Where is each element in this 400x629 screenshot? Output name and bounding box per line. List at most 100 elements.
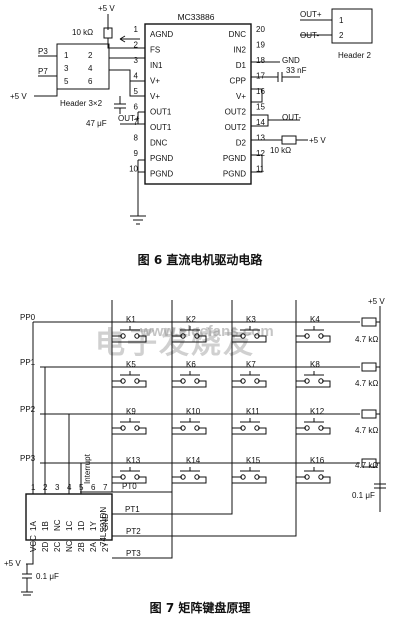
mc33886-pin-16-num: 16 — [256, 87, 265, 96]
vcc-chip-wire — [26, 540, 34, 565]
key-k8: K8 — [295, 360, 331, 388]
row-pp2-label: PP2 — [20, 405, 36, 414]
key-label-k9: K9 — [126, 407, 136, 416]
chip-pin4-wire — [40, 413, 70, 494]
header-3x2-body — [56, 43, 110, 90]
key-k16: K16 — [295, 456, 331, 484]
mc33886-pin-19-name: IN2 — [234, 46, 247, 55]
pt1-line — [112, 484, 233, 515]
gnd-wire — [137, 159, 145, 216]
mc33886-pin-13-name: D2 — [236, 139, 247, 148]
key-label-k14: K14 — [186, 456, 201, 465]
cap-33nf-label: 33 nF — [286, 66, 307, 75]
h32-pin-2: 2 — [88, 51, 93, 60]
r-top-label: 10 kΩ — [72, 28, 93, 37]
mc33886-pin-18-name: D1 — [236, 61, 247, 70]
r-pp1 — [361, 362, 377, 372]
key-label-k8: K8 — [310, 360, 320, 369]
header-2-label: Header 2 — [338, 51, 371, 60]
mc33886-pin-1-name: AGND — [150, 30, 173, 39]
row-pp1-label: PP1 — [20, 358, 36, 367]
vplus2-wire — [129, 81, 145, 97]
vcc-top-label: +5 V — [98, 4, 115, 13]
vcc-chip-label: +5 V — [4, 559, 21, 568]
pgnd-right-wire — [251, 154, 263, 173]
outp-left-label: OUT+ — [118, 114, 140, 123]
mc33886-chip-name: MC33886 — [178, 12, 215, 22]
row-pp3-label: PP3 — [20, 454, 36, 463]
fs-wire — [107, 38, 145, 49]
key-label-k12: K12 — [310, 407, 325, 416]
h2-outp-label: OUT+ — [300, 10, 322, 19]
key-label-k16: K16 — [310, 456, 325, 465]
key-label-k10: K10 — [186, 407, 201, 416]
vcc-left-label: +5 V — [10, 92, 27, 101]
fig6-caption: 图 6 直流电机驱动电路 — [138, 252, 264, 267]
ls21-top-pin-6: 1Y — [89, 521, 98, 531]
mc33886-pin-13-num: 13 — [256, 134, 265, 143]
header-2-body — [331, 8, 373, 44]
row-pp0-label: PP0 — [20, 313, 36, 322]
mc33886-pin-5-name: V+ — [150, 92, 160, 101]
ls21-top-pin-5: 1D — [77, 521, 86, 531]
pt0-label: PT0 — [122, 482, 137, 491]
mc33886-chip-body — [144, 23, 252, 185]
ls21-top-num-3: 3 — [55, 483, 60, 492]
vcc-left-wire — [34, 89, 58, 97]
mc33886-pin-8-name: DNC — [150, 139, 168, 148]
mc33886-pin-4-name: V+ — [150, 77, 160, 86]
ls21-bot-pin-2: 2D — [41, 542, 50, 552]
ls21-top-num-7: 7 — [103, 483, 108, 492]
h32-pin-6: 6 — [88, 77, 93, 86]
watermark-logo: 电子发烧友 — [95, 327, 255, 360]
ls21-bot-pin-5: 2B — [77, 542, 86, 552]
mc33886-pin-12-num: 12 — [256, 149, 265, 158]
mc33886-pin-8-num: 8 — [134, 134, 139, 143]
r-right-resistor — [281, 135, 297, 145]
mc33886-pin-15-num: 15 — [256, 103, 265, 112]
key-label-k13: K13 — [126, 456, 141, 465]
cap-left-gnd — [21, 578, 33, 596]
cpp-cap-symbol — [251, 72, 300, 82]
mc33886-pin-15-name: OUT2 — [225, 108, 247, 117]
key-k12: K12 — [295, 407, 331, 435]
mc33886-pin-7-num: 7 — [134, 118, 139, 127]
mc33886-pin-20-name: DNC — [229, 30, 247, 39]
cap-left-symbol — [22, 564, 32, 579]
mc33886-pin-10-name: PGND — [150, 170, 173, 179]
ls21-bot-pin-7: 2Y — [101, 542, 110, 552]
ls21-top-pin-2: 1B — [41, 521, 50, 531]
ls21-chip-name: 74LS21DN — [99, 507, 108, 546]
pt3-line — [112, 492, 173, 559]
r-pp0 — [361, 317, 377, 327]
agnd-arrow — [119, 35, 140, 43]
mc33886-pin-12-name: PGND — [223, 154, 246, 163]
mc33886-pin-1-num: 1 — [134, 25, 139, 34]
outm-right-label: OUT- — [282, 113, 301, 122]
ls21-top-pin-1: 1A — [29, 521, 38, 531]
r-links — [376, 321, 380, 464]
mc33886-pin-9-num: 9 — [134, 149, 139, 158]
key-k5: K5 — [111, 360, 147, 388]
key-k6: K6 — [171, 360, 207, 388]
gnd-symbol — [130, 215, 146, 225]
header-3x2-label: Header 3×2 — [60, 99, 103, 108]
h32-pin-5: 5 — [64, 77, 69, 86]
mc33886-pin-14-name: OUT2 — [225, 123, 247, 132]
key-label-k6: K6 — [186, 360, 196, 369]
r-pp1-label: 4.7 kΩ — [355, 379, 378, 388]
mc33886-pin-7-name: OUT1 — [150, 123, 172, 132]
mc33886-pin-6-num: 6 — [134, 103, 139, 112]
mc33886-pin-17-num: 17 — [256, 72, 265, 81]
pt2-line — [112, 484, 297, 537]
mc33886-pin-3-num: 3 — [134, 56, 139, 65]
h32-pin-3: 3 — [64, 64, 69, 73]
h32-pin-4: 4 — [88, 64, 93, 73]
cap-left-label: 0.1 μF — [36, 572, 59, 581]
mc33886-pin-2-name: FS — [150, 46, 160, 55]
ls21-top-pin-7: GND — [101, 513, 110, 531]
p7-label: P7 — [38, 67, 48, 76]
mc33886-pin-11-name: PGND — [223, 170, 246, 179]
key-k15: K15 — [231, 456, 267, 484]
h2-pin-1: 1 — [339, 16, 344, 25]
